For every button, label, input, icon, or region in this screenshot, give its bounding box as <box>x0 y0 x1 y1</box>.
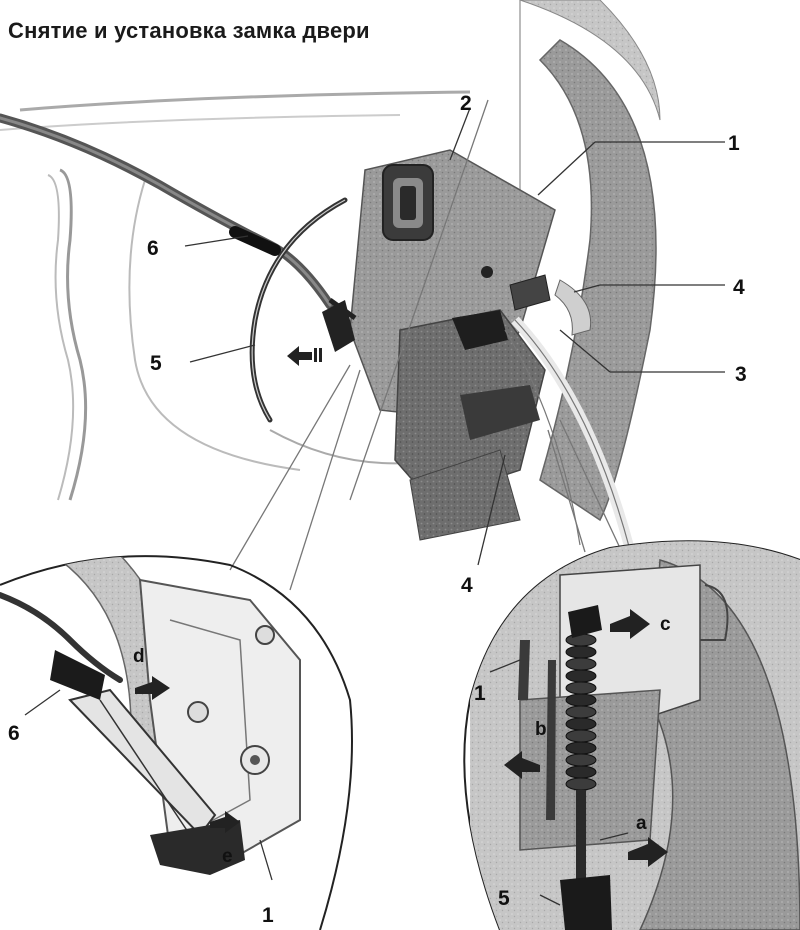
detail-view-left <box>0 555 353 930</box>
callout-6-left-detail: 6 <box>8 722 20 745</box>
callout-numbers: 1 2 3 4 4 5 6 6 1 1 5 <box>8 92 747 927</box>
leader-4-right <box>573 284 601 293</box>
detail-right-rod-sleeve <box>560 875 612 930</box>
detail-left-cable <box>0 592 123 683</box>
detail-left-arrow-e <box>210 811 240 833</box>
detail-right-leaders <box>489 659 629 906</box>
boot-rib <box>565 657 597 671</box>
detail-left-leaders <box>24 689 273 881</box>
step-letters: a b c d e <box>133 614 671 867</box>
panel-contour-inner <box>47 174 75 501</box>
door-frame-inner-edge <box>0 114 401 131</box>
lock-lower-extension <box>409 449 521 541</box>
detail-right-rubber-boot <box>565 633 597 791</box>
letter-e: e <box>222 846 233 867</box>
leader-2 <box>449 107 471 161</box>
boot-rib <box>565 777 597 791</box>
main-view <box>0 0 725 591</box>
lock-cylinder-core <box>400 186 416 220</box>
detail-left-rivet-mid <box>187 701 209 723</box>
latch-bracket <box>554 279 592 336</box>
boot-rib <box>565 645 597 659</box>
direction-arrow-left <box>287 346 312 366</box>
detail-right-arrow-b <box>504 751 540 779</box>
lock-screw <box>481 266 493 278</box>
detail-left-arrow-d <box>135 676 170 700</box>
detail-left-rivet-top <box>255 625 275 645</box>
detail-left-cable-clip <box>50 650 105 700</box>
detail-left-lever-edge <box>99 699 191 836</box>
projection-right-a <box>559 419 621 549</box>
callout-5-right-detail: 5 <box>498 887 510 910</box>
detail-right-clip-c <box>568 605 602 638</box>
detail-right-arrow-c <box>610 609 650 639</box>
detail-right-bracket <box>559 564 701 721</box>
detail-view-right <box>463 540 800 930</box>
letter-c: c <box>660 614 671 635</box>
detail-left-clip-e <box>150 820 245 875</box>
detail-right-slot-2 <box>546 660 556 820</box>
callout-5-main: 5 <box>150 352 162 375</box>
page-title: Снятие и установка замка двери <box>8 18 370 43</box>
letter-d: d <box>133 646 145 667</box>
boot-rib <box>565 765 597 779</box>
callout-2: 2 <box>460 92 472 115</box>
bowden-cable-outer <box>0 113 335 310</box>
callout-4-right: 4 <box>733 276 745 299</box>
door-shell-top <box>519 0 661 121</box>
lock-rod-second <box>504 329 581 546</box>
lock-clip-top <box>509 274 551 311</box>
callout-1-left-detail: 1 <box>262 904 274 927</box>
boot-rib <box>565 717 597 731</box>
detail-left-rivet-core <box>250 755 260 765</box>
detail-right-rod <box>576 790 586 930</box>
arrow-tick-1 <box>314 348 317 362</box>
leader-4-bottom <box>477 454 506 566</box>
cable-loop-highlight <box>251 199 346 421</box>
boot-rib <box>565 753 597 767</box>
panel-recess-outline <box>128 179 301 471</box>
lock-rod <box>514 319 631 551</box>
detail-right-bracket-hook <box>700 584 729 641</box>
boot-rib <box>565 681 597 695</box>
callout-3: 3 <box>735 363 747 386</box>
lock-striker-slot <box>460 385 540 440</box>
cable-end-tab <box>328 297 357 321</box>
boot-rib <box>565 729 597 743</box>
callout-1-right-detail: 1 <box>474 682 486 705</box>
lock-connector-block <box>452 310 508 350</box>
leader-lines <box>184 99 725 591</box>
callout-4-bottom: 4 <box>461 574 473 597</box>
leader-3 <box>559 329 611 373</box>
projection-right-b <box>547 429 586 553</box>
bowden-cable-highlight <box>0 116 332 307</box>
projection-left-a <box>229 364 351 571</box>
callout-1-top: 1 <box>728 132 740 155</box>
boot-rib <box>565 633 597 647</box>
boot-rib <box>565 669 597 683</box>
letter-b: b <box>535 719 547 740</box>
letter-a: a <box>636 813 647 834</box>
boot-rib <box>565 705 597 719</box>
leader-6 <box>184 235 249 247</box>
boot-rib <box>565 741 597 755</box>
door-frame-top-edge <box>19 90 471 112</box>
panel-contour-outer <box>59 168 88 501</box>
projection-long <box>349 99 489 501</box>
detail-left-plate-edge <box>169 619 251 831</box>
detail-right-slot-1 <box>518 640 530 700</box>
arrow-tick-2 <box>319 348 322 362</box>
leader-5 <box>189 344 256 363</box>
callout-6-main: 6 <box>147 237 159 260</box>
leader-1-top <box>537 141 596 196</box>
boot-rib <box>565 693 597 707</box>
projection-left-b <box>289 369 361 591</box>
detail-left-lock-plate <box>138 578 301 862</box>
detail-right-arrow-a <box>628 837 668 867</box>
cable-sleeve <box>229 226 281 256</box>
